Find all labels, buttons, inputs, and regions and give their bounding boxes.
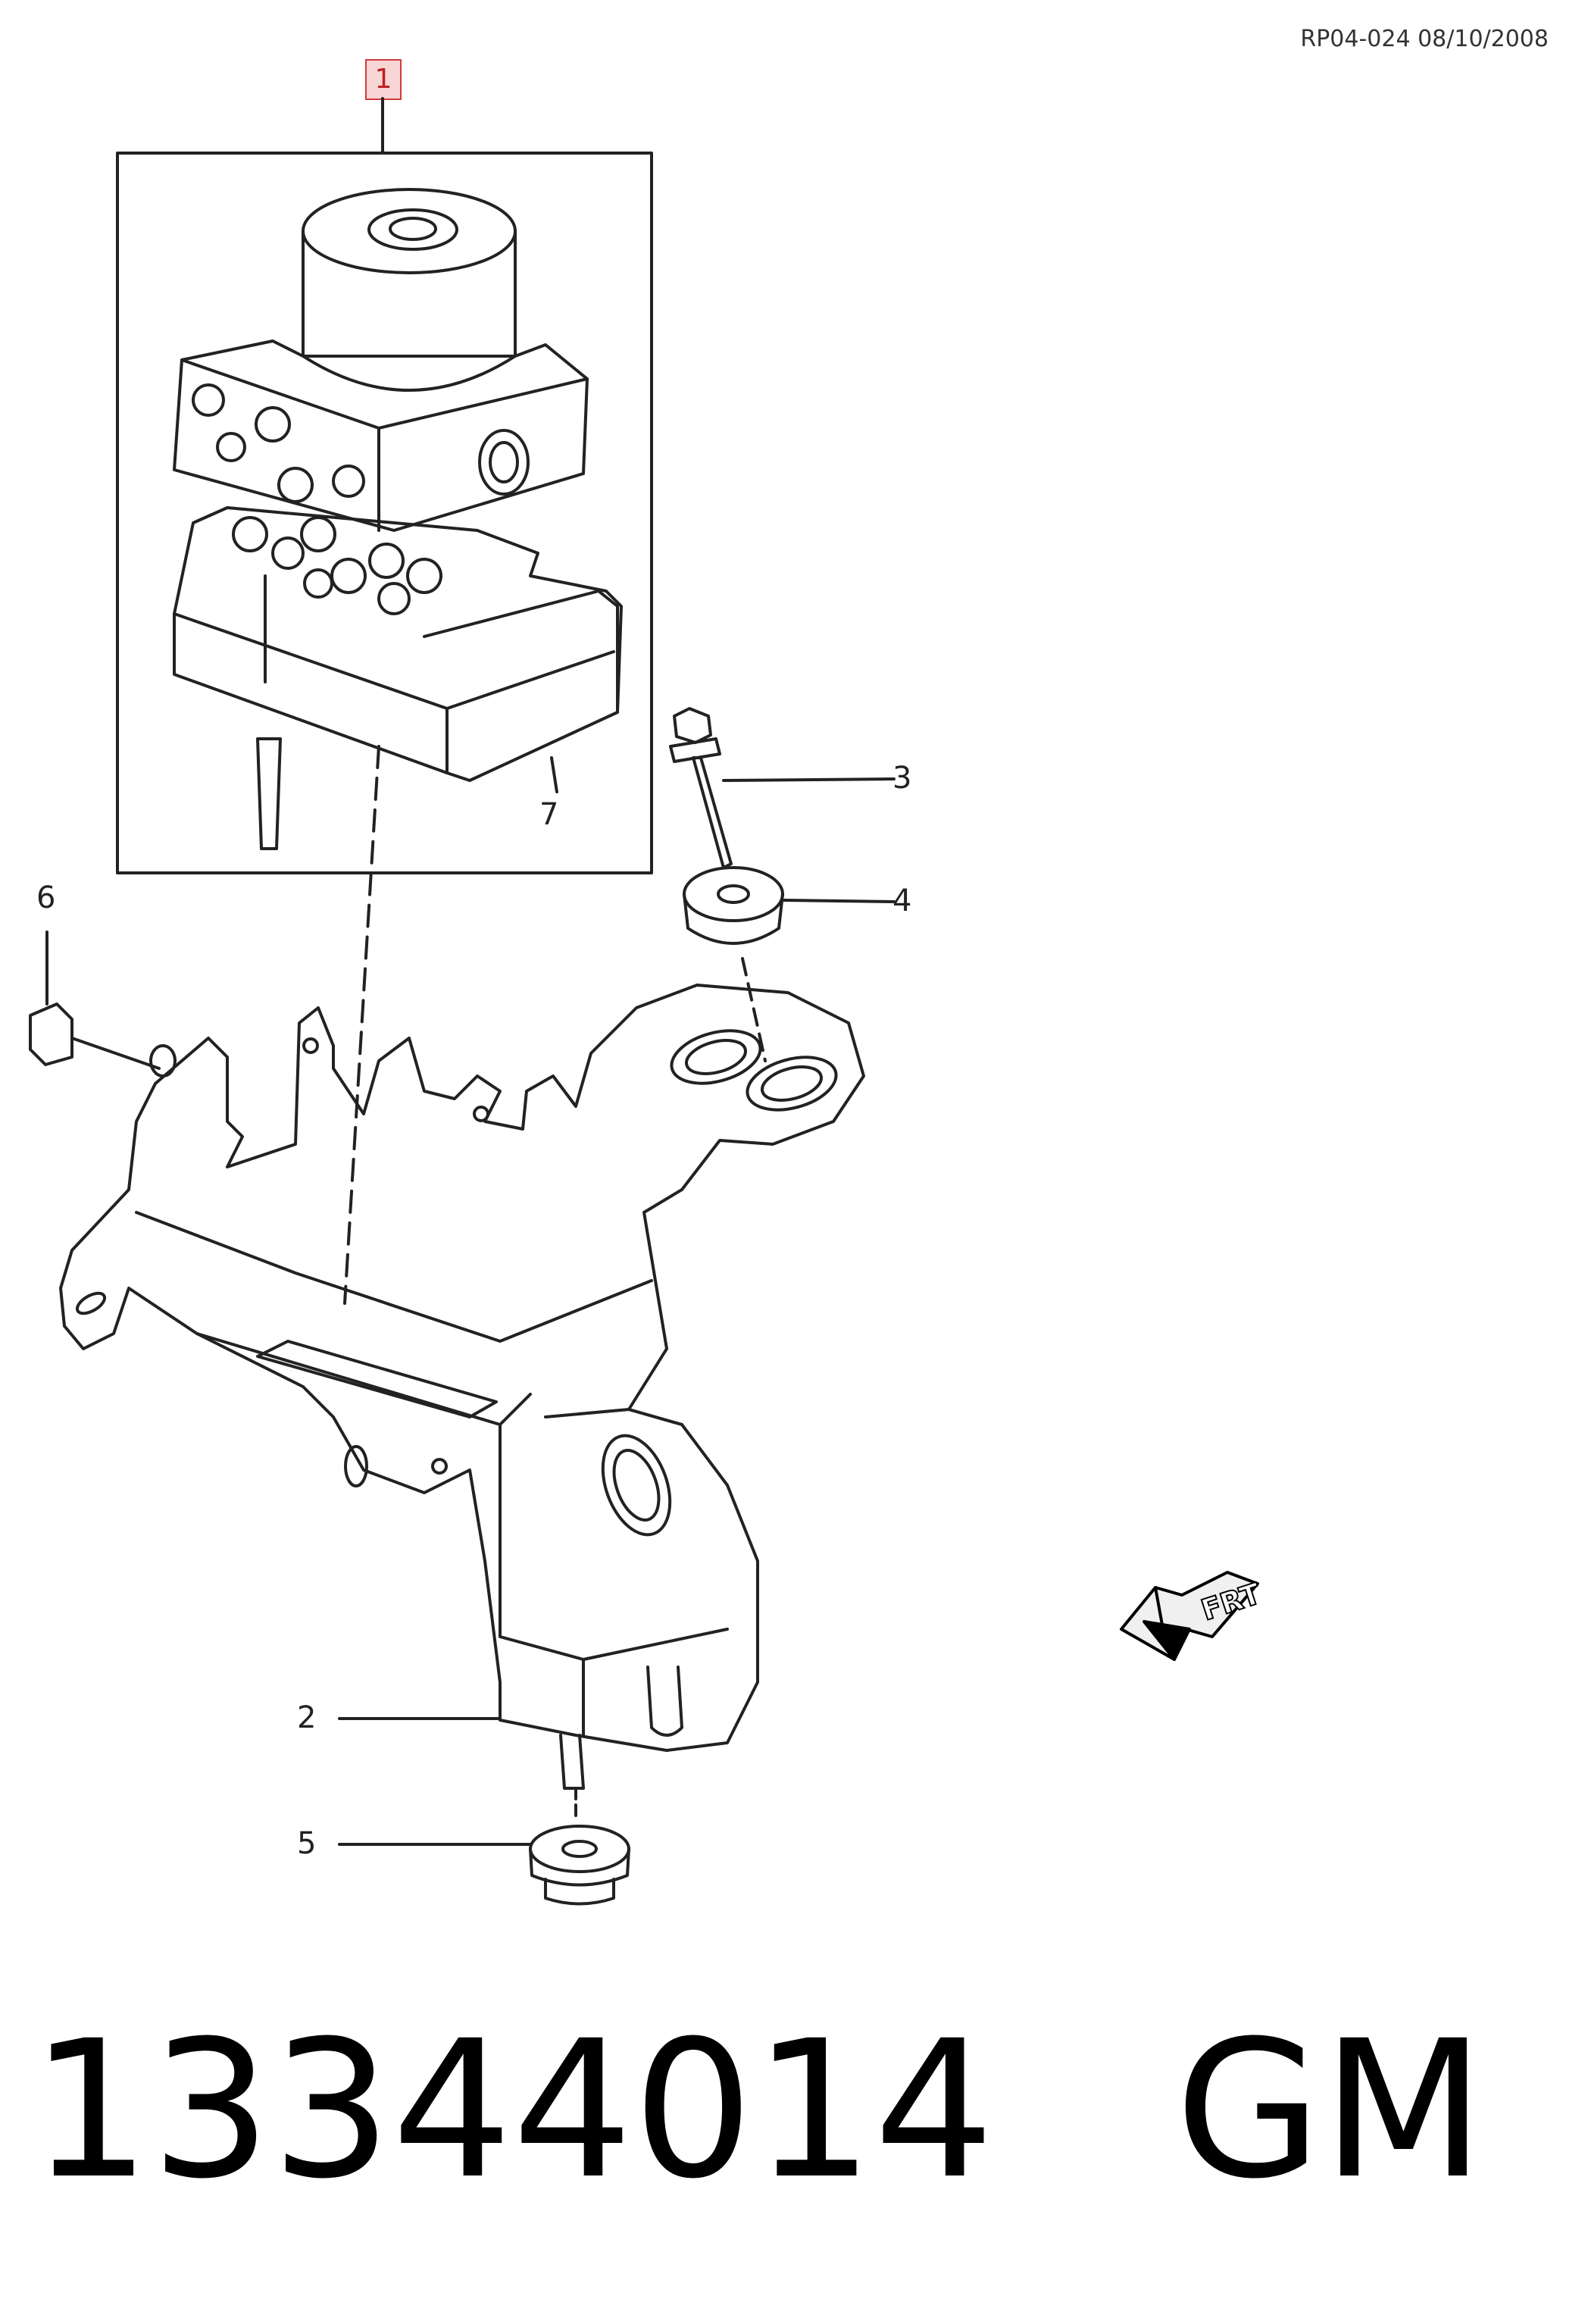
bolt-6: [29, 931, 161, 1070]
callout-6[interactable]: 6: [36, 880, 56, 915]
abs-motor: [302, 188, 517, 392]
assembly-box: [116, 152, 653, 874]
mount-axis: [343, 745, 380, 1305]
callout-2[interactable]: 2: [297, 1700, 317, 1735]
bracket: [59, 984, 865, 1752]
callout-3[interactable]: 3: [892, 761, 912, 796]
callout-5[interactable]: 5: [297, 1826, 317, 1861]
footer-spacer: [994, 2000, 1174, 2220]
leader-7: [550, 756, 558, 793]
part-number: 13344014: [30, 2000, 995, 2220]
front-direction-arrow-icon: [1120, 1571, 1259, 1661]
long-bolt: [256, 737, 282, 850]
callout-4[interactable]: 4: [892, 884, 912, 918]
part-number-footer: 13344014 GM: [30, 2016, 1485, 2205]
grommet-5: [529, 1825, 630, 1906]
callout-1-highlight[interactable]: 1: [365, 59, 402, 100]
stud: [559, 1734, 585, 1790]
diagram-reference: RP04-024 08/10/2008: [1300, 26, 1549, 52]
grommet-4: [683, 866, 896, 1062]
bolt-3: [669, 707, 896, 869]
callout-7[interactable]: 7: [539, 797, 559, 832]
hydraulic-block: [173, 339, 589, 532]
control-module: [173, 506, 623, 850]
brand-name: GM: [1174, 2000, 1486, 2220]
